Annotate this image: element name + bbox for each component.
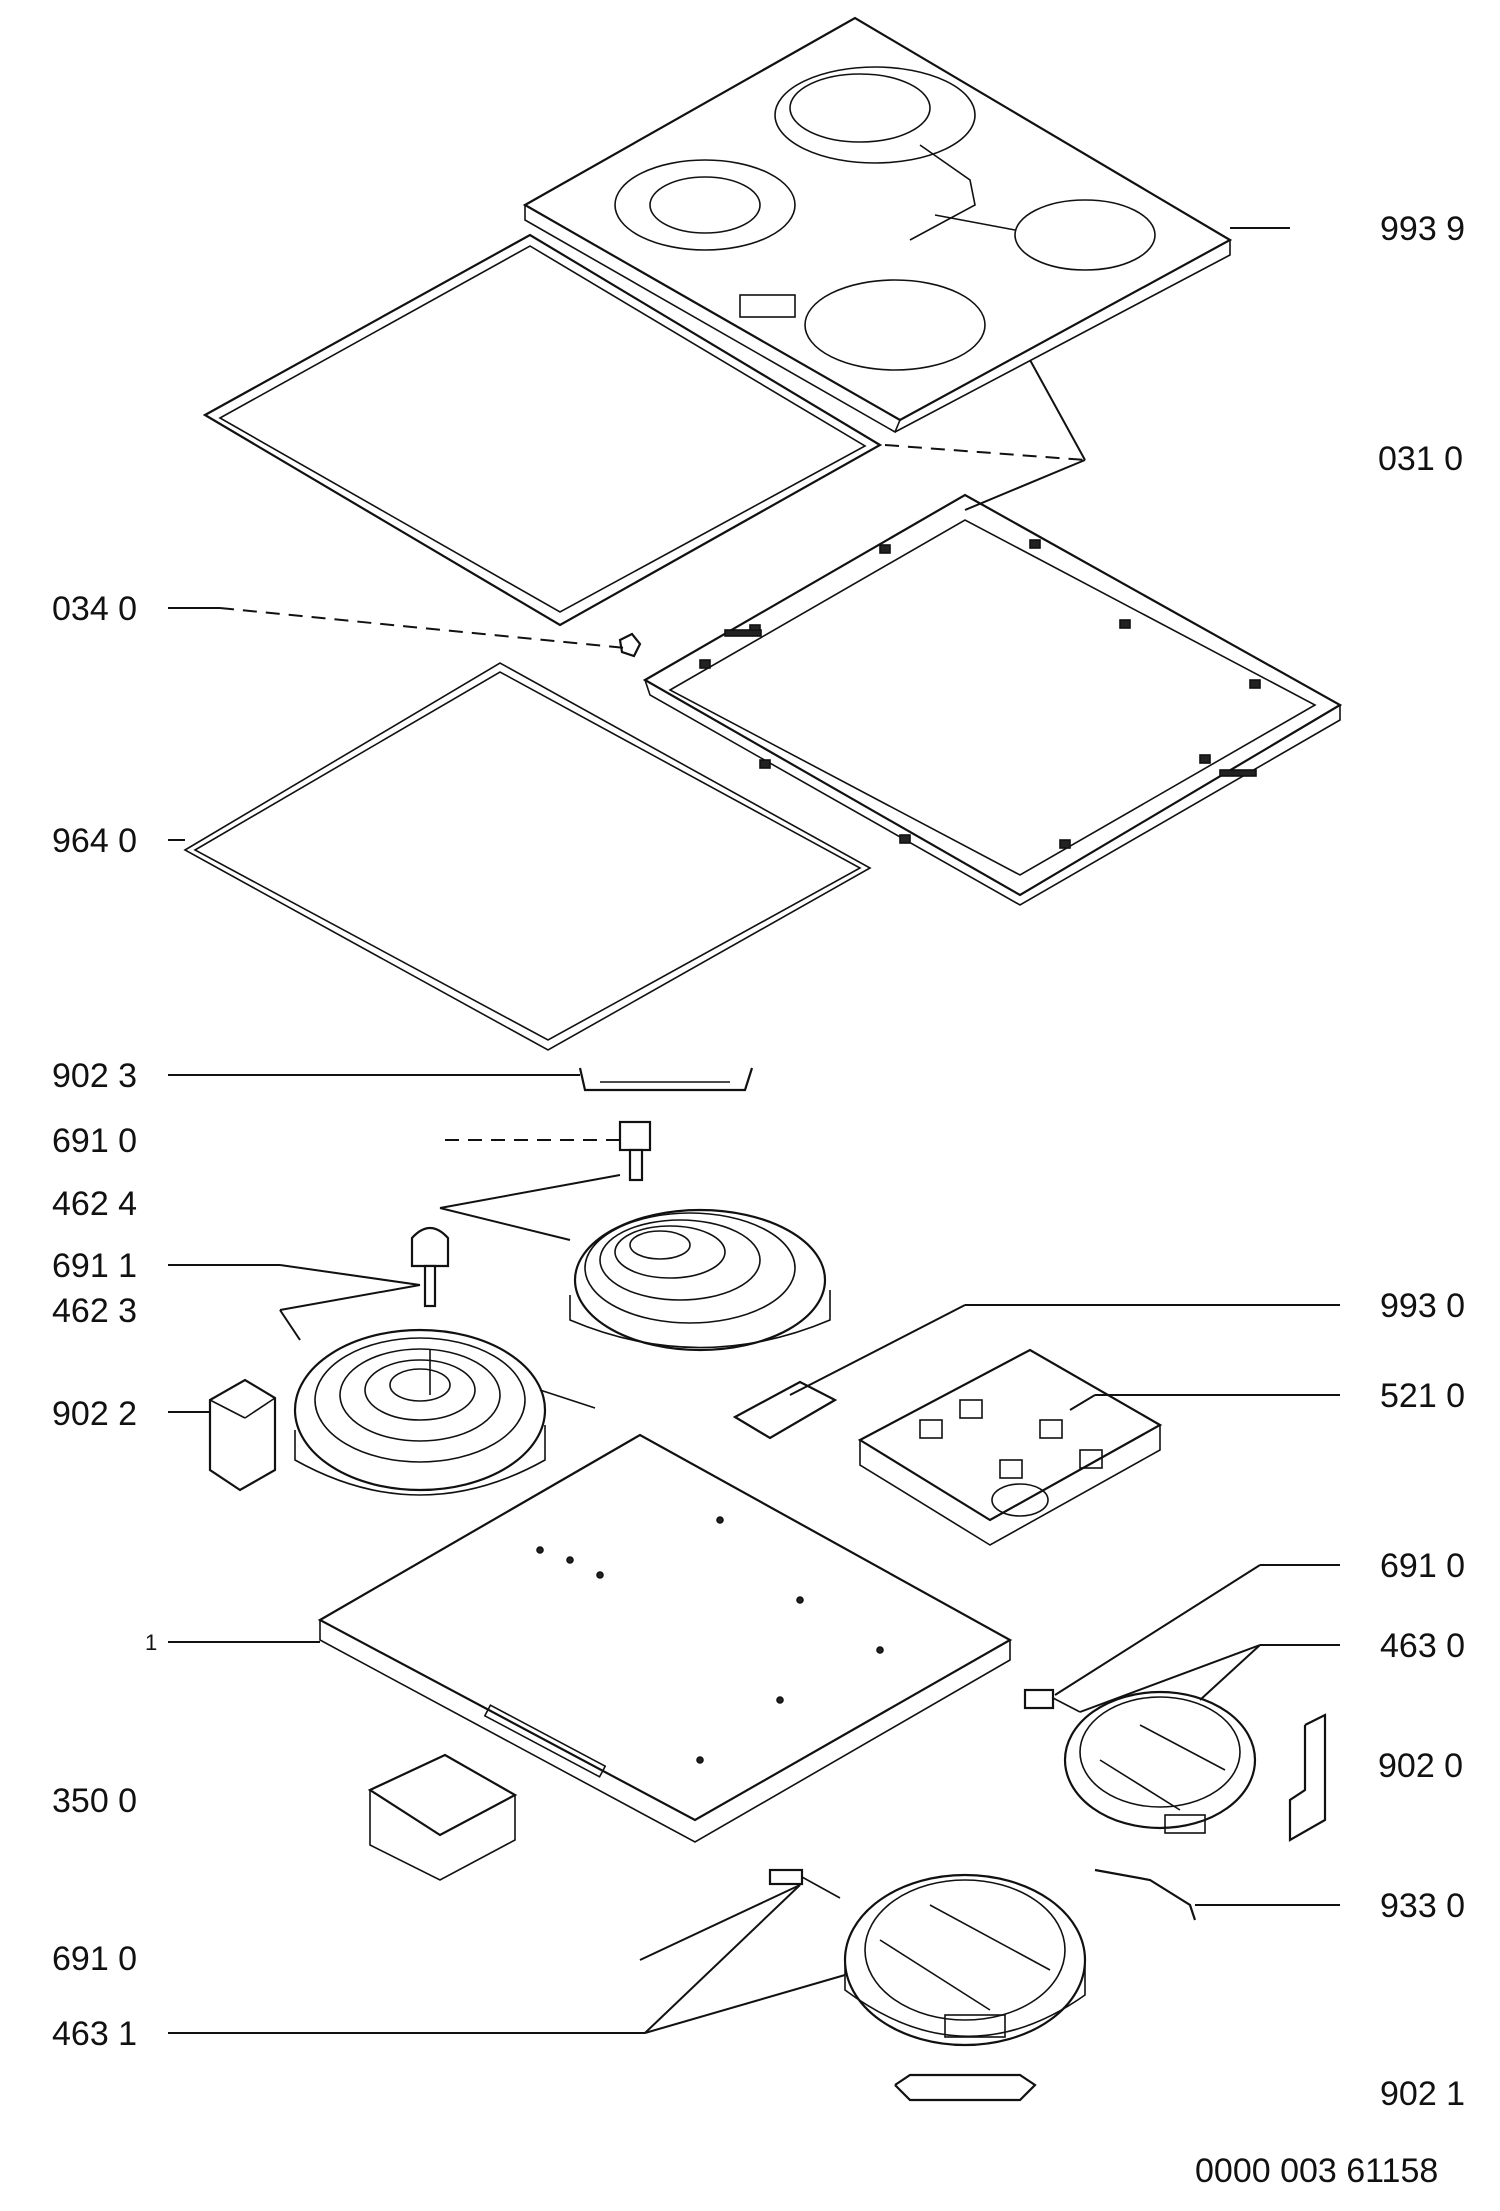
label-462-4: 462 4 [52,1185,137,1223]
base-tray [317,1433,1013,1843]
bracket-902-3 [578,1067,754,1092]
label-964-0: 964 0 [52,822,137,860]
label-521-0: 521 0 [1380,1377,1465,1415]
label-691-1: 691 1 [52,1247,137,1285]
label-350-0: 350 0 [52,1782,137,1820]
ceramic-hob-top [522,16,1233,434]
part-933-0 [1094,1868,1197,1921]
label-691-0-lower: 691 0 [52,1940,137,1978]
label-993-0: 993 0 [1380,1287,1465,1325]
label-462-3: 462 3 [52,1292,137,1330]
oval-heating-element [569,1208,831,1352]
leader-lines [168,227,1340,2034]
limiter-691-0-right [1023,1688,1081,1713]
bracket-902-1 [894,2073,1037,2102]
label-463-1: 463 1 [52,2015,137,2053]
hob-frame [642,493,1343,906]
frame-clip [618,632,642,658]
limiter-691-0-top [618,1120,652,1182]
radiant-heater-463-1 [843,1873,1087,2047]
label-031-0: 031 0 [1378,440,1463,478]
clip-993-0 [732,1380,838,1440]
terminal-block [367,1753,518,1881]
limiter-691-1 [410,1226,450,1308]
label-1: 1 [145,1630,157,1655]
part-labels: 993 9 031 0 034 0 964 0 902 3 691 0 462 … [52,210,1465,2190]
label-933-0: 933 0 [1380,1887,1465,1925]
label-902-0: 902 0 [1378,1747,1463,1785]
round-heating-element [293,1328,596,1496]
label-691-0-right: 691 0 [1380,1547,1465,1585]
label-902-2: 902 2 [52,1395,137,1433]
gasket-seal [183,662,872,1051]
label-691-0-top: 691 0 [52,1122,137,1160]
radiant-heater-463-0 [1063,1690,1257,1834]
label-463-0: 463 0 [1380,1627,1465,1665]
bracket-902-0 [1288,1713,1327,1842]
label-034-0: 034 0 [52,590,137,628]
label-902-3: 902 3 [52,1057,137,1095]
glass-frame [202,233,883,627]
bracket-902-2 [208,1378,277,1492]
control-board [857,1348,1163,1546]
limiter-691-0-lower [768,1868,841,1899]
label-993-9: 993 9 [1380,210,1465,248]
drawing-number: 0000 003 61158 [1195,2152,1438,2190]
label-902-1: 902 1 [1380,2075,1465,2113]
